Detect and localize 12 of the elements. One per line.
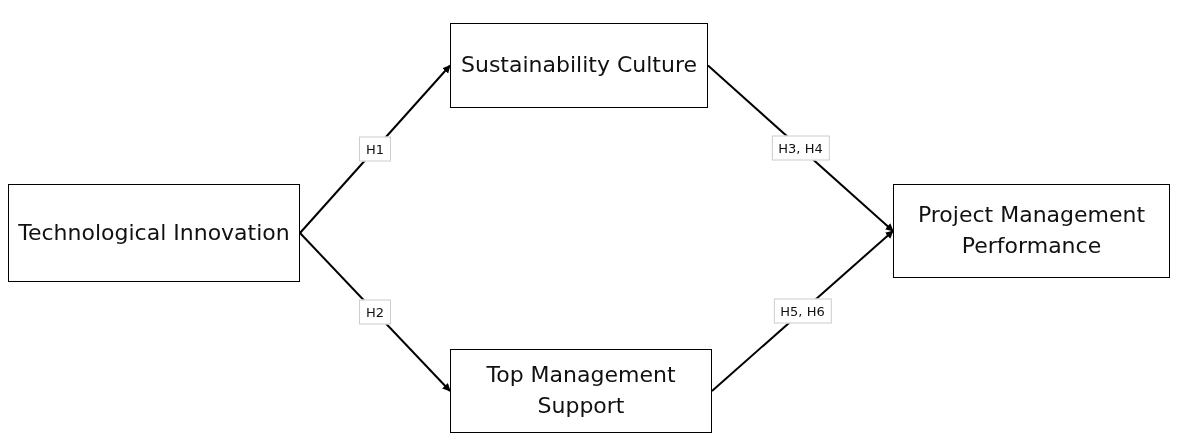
node-label: Sustainability Culture <box>460 51 697 80</box>
edge-label: H3, H4 <box>771 135 830 161</box>
node-label: Project Management Performance <box>916 201 1147 260</box>
process-box <box>450 349 712 433</box>
edge-label: H5, H6 <box>773 298 832 324</box>
edge-label: H2 <box>359 299 391 325</box>
node-label: Technological Innovation <box>18 218 290 247</box>
node-label: Top Management Support <box>485 361 677 420</box>
process-box <box>893 184 1170 278</box>
edge-label: H1 <box>359 136 391 162</box>
process-box <box>450 23 708 108</box>
process-box <box>8 184 300 282</box>
